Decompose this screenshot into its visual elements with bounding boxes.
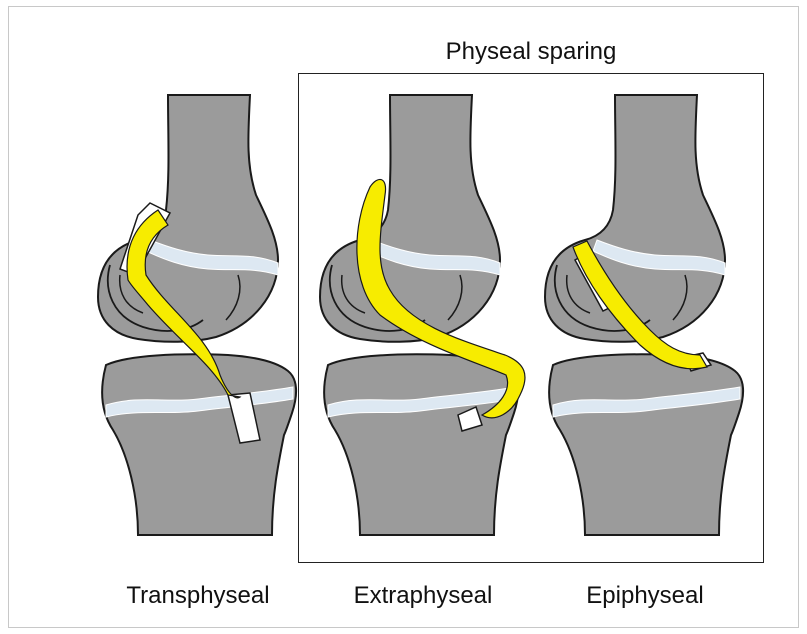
extraphyseal-knee	[320, 95, 525, 535]
epiphyseal-knee	[545, 95, 743, 535]
label-epiphyseal: Epiphyseal	[535, 582, 755, 610]
transphyseal-knee	[98, 95, 296, 535]
label-extraphyseal: Extraphyseal	[313, 582, 533, 610]
label-transphyseal: Transphyseal	[88, 582, 308, 610]
